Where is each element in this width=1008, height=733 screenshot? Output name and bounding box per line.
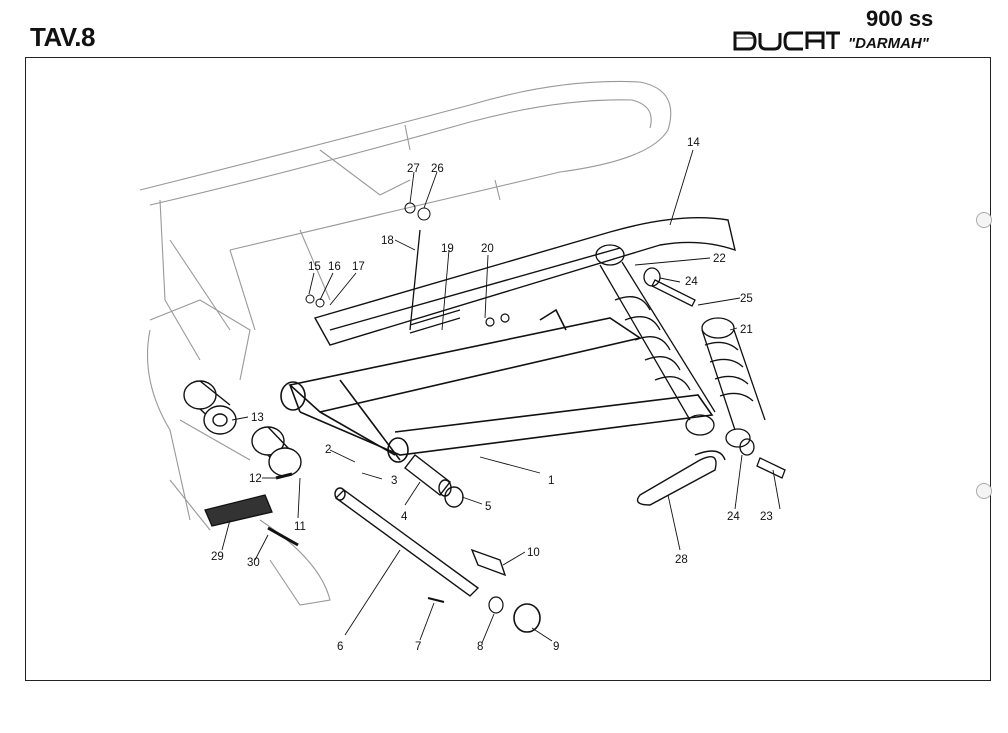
callout-17: 17	[352, 261, 365, 273]
frame-ghost-outline	[139, 80, 672, 606]
callout-28: 28	[675, 554, 688, 566]
leader-lines	[221, 149, 781, 644]
chain-link	[409, 309, 510, 334]
callout-12: 12	[249, 473, 262, 485]
bolt-washer	[315, 298, 325, 308]
model-name: 900 ss	[866, 6, 934, 31]
diagram-frame	[25, 57, 991, 681]
callout-24-upper: 24	[685, 276, 698, 288]
washer	[444, 486, 464, 508]
callout-9: 9	[553, 641, 559, 653]
callout-19: 19	[441, 243, 454, 255]
grease-nipple	[275, 472, 293, 480]
callout-8: 8	[477, 641, 483, 653]
screw	[267, 526, 299, 547]
chain-guide-pad	[204, 494, 273, 527]
callout-labels: 1 2 3 4 5 6 7 8 9 10 11 12 13 14 15 16 1…	[211, 137, 773, 653]
callout-26: 26	[431, 163, 444, 175]
model-variant: "DARMAH"	[848, 35, 929, 52]
pivot-spindle	[334, 487, 480, 597]
callout-2: 2	[325, 444, 331, 456]
binder-hole	[976, 212, 992, 228]
pin	[427, 597, 445, 603]
callout-11: 11	[294, 521, 306, 533]
callout-15: 15	[308, 261, 321, 273]
callout-5: 5	[485, 501, 491, 513]
bracket	[409, 229, 421, 331]
callout-4: 4	[401, 511, 408, 523]
bolt-upper	[651, 279, 696, 307]
callout-16: 16	[328, 261, 341, 273]
callout-14: 14	[687, 137, 700, 149]
callout-21: 21	[740, 324, 753, 336]
ducati-logo	[733, 30, 843, 57]
callout-18: 18	[381, 235, 394, 247]
callout-25: 25	[740, 293, 753, 305]
chain-guard	[313, 217, 736, 346]
swingarm	[280, 308, 714, 463]
callout-27: 27	[407, 163, 420, 175]
plate-number: TAV.8	[30, 22, 95, 52]
spacer	[417, 207, 431, 221]
bolt-lower	[756, 457, 786, 479]
binder-hole	[976, 483, 992, 499]
callout-20: 20	[481, 243, 494, 255]
callout-23: 23	[760, 511, 773, 523]
callout-10: 10	[527, 547, 540, 559]
pivot-bushing-upper	[183, 380, 237, 435]
callout-13: 13	[251, 412, 264, 424]
washer-lower	[739, 438, 755, 456]
callout-29: 29	[211, 551, 224, 563]
callout-7: 7	[415, 641, 421, 653]
bolt-washer	[305, 294, 315, 304]
callout-24-lower: 24	[727, 511, 740, 523]
circlip	[488, 596, 504, 614]
shock-absorber-left	[595, 244, 716, 436]
callout-22: 22	[713, 253, 726, 265]
callout-1: 1	[548, 475, 554, 487]
callout-6: 6	[337, 641, 343, 653]
pivot-bushing-lower	[251, 426, 302, 477]
adjuster-nut	[470, 548, 507, 577]
shock-absorber-right	[701, 317, 766, 448]
spacer-tube	[404, 454, 452, 497]
callout-30: 30	[247, 557, 260, 569]
end-cap	[513, 603, 541, 633]
callout-3: 3	[391, 475, 397, 487]
c-spanner	[636, 450, 726, 506]
washer-upper	[643, 267, 661, 287]
